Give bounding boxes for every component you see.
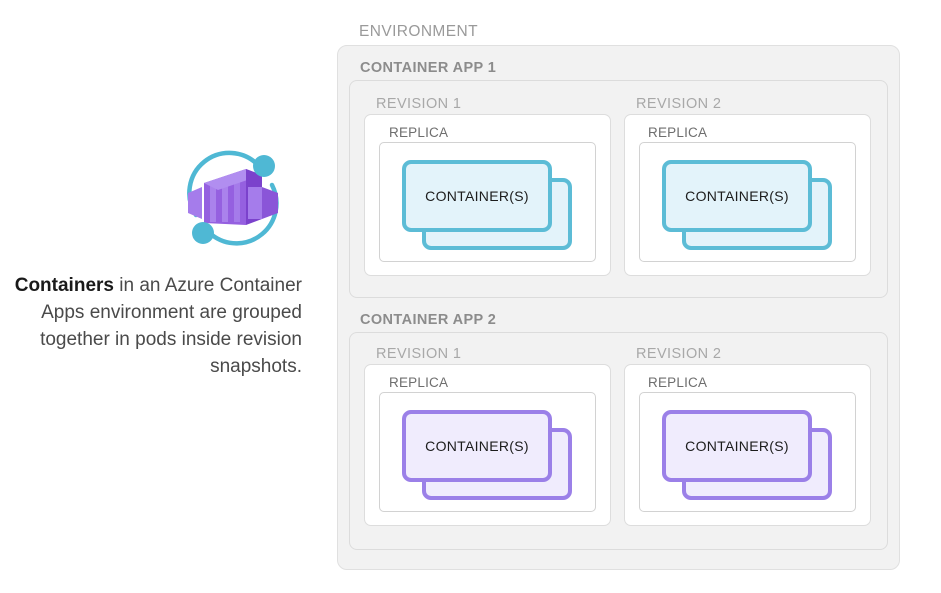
container-app-2-label: CONTAINER APP 2 bbox=[360, 312, 497, 328]
logo-rib-2 bbox=[222, 180, 228, 222]
app1-revision-2-replica-label: REPLICA bbox=[648, 125, 708, 140]
container-box-front: CONTAINER(S) bbox=[662, 160, 812, 232]
container-label: CONTAINER(S) bbox=[685, 438, 789, 454]
logo-slab-left bbox=[188, 187, 202, 219]
app1-revision-1-container-stack: CONTAINER(S) bbox=[402, 160, 572, 250]
environment-label: ENVIRONMENT bbox=[359, 23, 478, 40]
app2-revision-2-label: REVISION 2 bbox=[636, 346, 722, 362]
logo-slab-right bbox=[262, 187, 278, 219]
caption-rest: in an Azure Container Apps environment a… bbox=[40, 275, 302, 377]
caption-text: Containers in an Azure Container Apps en… bbox=[8, 272, 302, 380]
container-label: CONTAINER(S) bbox=[425, 438, 529, 454]
logo-rib-1 bbox=[210, 183, 216, 222]
container-box-front: CONTAINER(S) bbox=[402, 160, 552, 232]
orbit-dot-top-right bbox=[253, 155, 275, 177]
container-app-1-label: CONTAINER APP 1 bbox=[360, 60, 497, 76]
app1-revision-2-container-stack: CONTAINER(S) bbox=[662, 160, 832, 250]
container-label: CONTAINER(S) bbox=[425, 188, 529, 204]
app2-revision-2-replica-label: REPLICA bbox=[648, 375, 708, 390]
container-label: CONTAINER(S) bbox=[685, 188, 789, 204]
container-box-front: CONTAINER(S) bbox=[662, 410, 812, 482]
app2-revision-1-label: REVISION 1 bbox=[376, 346, 462, 362]
app1-revision-2-label: REVISION 2 bbox=[636, 96, 722, 112]
caption-bold-lead: Containers bbox=[14, 275, 114, 296]
logo-rib-3 bbox=[234, 176, 240, 222]
azure-container-apps-logo-svg bbox=[187, 150, 279, 246]
logo-slab-right-inner bbox=[248, 187, 262, 219]
left-panel: Containers in an Azure Container Apps en… bbox=[0, 0, 320, 593]
app2-revision-1-container-stack: CONTAINER(S) bbox=[402, 410, 572, 500]
app1-revision-1-replica-label: REPLICA bbox=[389, 125, 449, 140]
container-box-front: CONTAINER(S) bbox=[402, 410, 552, 482]
app1-revision-1-label: REVISION 1 bbox=[376, 96, 462, 112]
app2-revision-1-replica-label: REPLICA bbox=[389, 375, 449, 390]
azure-container-apps-logo bbox=[178, 143, 290, 255]
app2-revision-2-container-stack: CONTAINER(S) bbox=[662, 410, 832, 500]
orbit-dot-bottom-left bbox=[192, 222, 214, 244]
